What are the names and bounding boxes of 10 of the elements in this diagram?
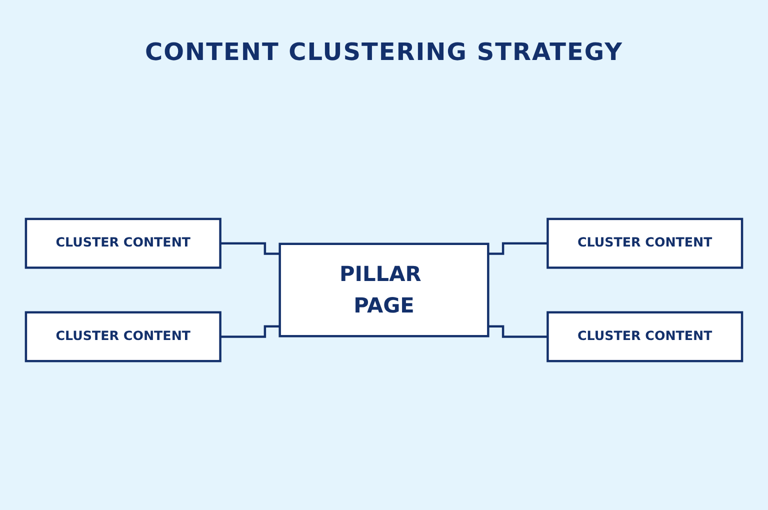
connector: [220, 325, 280, 338]
connector: [488, 325, 548, 338]
diagram-title: CONTENT CLUSTERING STRATEGY: [144, 37, 624, 66]
node-box: CLUSTER CONTENT: [546, 311, 744, 362]
node-box: CLUSTER CONTENT: [24, 218, 222, 269]
node-box: PILLAR PAGE: [278, 242, 490, 338]
node-box: CLUSTER CONTENT: [24, 311, 222, 362]
connector: [220, 242, 280, 255]
node-box: CLUSTER CONTENT: [546, 218, 744, 269]
connector: [488, 242, 548, 255]
